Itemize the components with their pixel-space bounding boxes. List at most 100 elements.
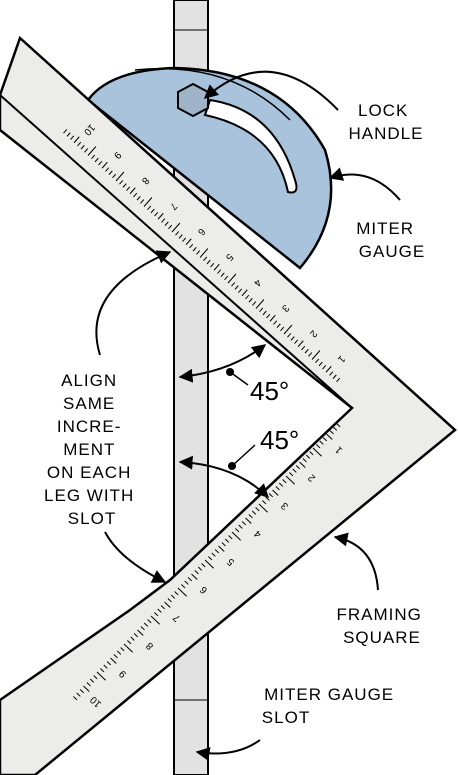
- miter-gauge-head: [86, 66, 333, 270]
- rule-tick: [86, 682, 91, 687]
- rule-tick: [283, 324, 293, 335]
- scale-number: 5: [225, 555, 237, 567]
- rule-tick: [160, 605, 166, 610]
- rule-tick: [115, 171, 125, 182]
- rule-tick: [332, 374, 337, 379]
- rule-tick: [106, 661, 112, 666]
- rule-tick: [238, 288, 243, 293]
- rule-tick: [322, 364, 327, 370]
- rule-tick: [203, 256, 208, 262]
- rule-tick: [311, 350, 321, 360]
- rule-tick: [143, 622, 149, 627]
- rule-tick: [329, 371, 334, 376]
- rule-tick: [126, 186, 131, 191]
- scale-number: 2: [307, 328, 319, 340]
- rule-tick: [93, 675, 98, 680]
- miter-gauge-slot-label: MITER GAUGE SLOT: [262, 685, 400, 727]
- rule-tick: [305, 454, 311, 459]
- align-leader-bottom: [104, 531, 167, 583]
- rule-tick: [231, 531, 241, 541]
- rule-tick: [266, 313, 271, 319]
- rule-tick: [129, 187, 136, 195]
- rule-tick: [83, 685, 90, 692]
- rule-tick: [332, 426, 338, 431]
- rule-tick: [178, 234, 183, 239]
- rule-tick: [76, 692, 81, 697]
- rule-tick: [136, 196, 141, 201]
- rule-tick: [220, 272, 225, 277]
- rule-tick: [287, 333, 292, 338]
- rule-tick: [294, 339, 299, 344]
- rule-tick: [325, 365, 332, 373]
- slot-leader: [195, 739, 261, 761]
- rule-tick: [301, 345, 306, 351]
- rule-tick: [157, 608, 162, 613]
- rule-tick: [297, 340, 304, 348]
- rule-tick: [231, 282, 236, 287]
- rule-tick: [187, 577, 193, 582]
- rule-tick: [197, 566, 203, 571]
- rule-tick: [140, 626, 145, 631]
- rule-tick: [79, 689, 85, 694]
- rule-tick: [120, 647, 125, 652]
- rule-tick: [241, 289, 248, 297]
- rule-tick: [164, 221, 169, 226]
- rule-tick: [103, 664, 108, 669]
- rule-tick: [234, 285, 239, 290]
- rule-tick: [77, 141, 82, 147]
- scale-number: 3: [279, 499, 291, 511]
- rule-tick: [299, 461, 306, 468]
- scale-number: 1: [335, 353, 347, 365]
- rule-tick: [262, 500, 267, 505]
- rule-tick: [227, 273, 237, 284]
- rule-tick: [235, 528, 240, 533]
- rule-tick: [282, 479, 287, 484]
- rule-tick: [252, 301, 257, 306]
- rule-tick: [140, 199, 145, 204]
- rule-tick: [295, 465, 301, 470]
- rule-tick: [285, 475, 295, 485]
- miter-gauge-label: MITER GAUGE: [356, 219, 425, 261]
- rule-tick: [100, 668, 105, 673]
- rule-tick: [255, 299, 265, 309]
- rule-tick: [130, 636, 135, 641]
- lock-handle-knob: [177, 82, 209, 118]
- scale-number: 4: [251, 277, 263, 289]
- rule-tick: [167, 598, 172, 603]
- rule-tick: [308, 352, 313, 357]
- rule-tick: [276, 323, 281, 328]
- rule-tick: [304, 349, 309, 354]
- rule-tick: [258, 503, 268, 513]
- rule-tick: [336, 423, 341, 428]
- rule-tick: [199, 248, 209, 258]
- rule-tick: [168, 224, 173, 230]
- rule-tick: [84, 148, 89, 153]
- rule-tick: [322, 437, 328, 442]
- rule-tick: [228, 535, 233, 540]
- rule-tick: [157, 212, 164, 220]
- rule-tick: [221, 542, 226, 547]
- rule-tick: [133, 192, 138, 198]
- rule-tick: [280, 326, 285, 332]
- rule-tick: [262, 310, 267, 316]
- scale-number: 6: [195, 226, 207, 238]
- rule-tick: [171, 222, 181, 233]
- rule-tick: [194, 570, 199, 575]
- rule-tick: [182, 237, 187, 242]
- rule-tick: [336, 377, 341, 383]
- rule-tick: [127, 640, 132, 645]
- upper-angle-label: 45°: [250, 376, 289, 406]
- scale-number: 8: [139, 175, 151, 187]
- upper-leg-ticks: [63, 129, 341, 383]
- rule-tick: [133, 633, 139, 638]
- rule-tick: [161, 218, 166, 223]
- rule-tick: [184, 580, 189, 585]
- rule-tick: [66, 132, 71, 137]
- rule-tick: [177, 587, 187, 597]
- miter-gauge-leader: [328, 167, 401, 201]
- rule-tick: [96, 671, 106, 681]
- rule-tick: [147, 619, 152, 624]
- rule-tick: [116, 650, 122, 655]
- rule-tick: [268, 493, 274, 498]
- rule-tick: [98, 160, 103, 166]
